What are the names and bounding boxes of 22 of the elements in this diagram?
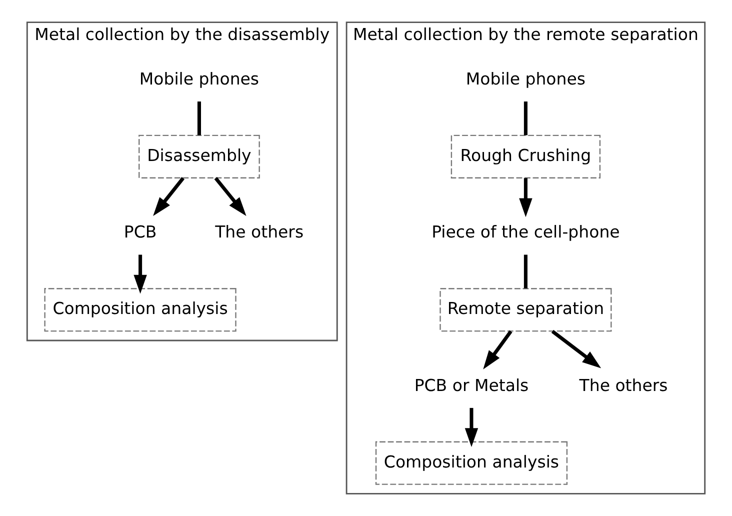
arrow (153, 177, 184, 216)
arrow (214, 177, 246, 216)
node-text: The others (215, 222, 304, 242)
arrow (551, 330, 602, 368)
node-box: Composition analysis (44, 288, 236, 332)
connector (197, 102, 201, 136)
node-text: The others (579, 376, 668, 395)
node-box: Disassembly (138, 134, 260, 178)
node-text: Mobile phones (466, 69, 586, 88)
connector (524, 102, 528, 136)
node-text: PCB or Metals (414, 376, 529, 395)
node-box: Remote separation (440, 288, 612, 332)
arrow (134, 254, 147, 294)
node-text: Mobile phones (139, 69, 260, 88)
arrow (483, 330, 512, 370)
node-text: Piece of the cell-phone (432, 222, 620, 242)
arrow (464, 408, 478, 447)
node-box: Composition analysis (375, 441, 568, 485)
node-text: PCB (124, 222, 157, 242)
connector (524, 254, 528, 288)
node-box: Rough Crushing (450, 134, 601, 178)
arrow (519, 178, 532, 218)
